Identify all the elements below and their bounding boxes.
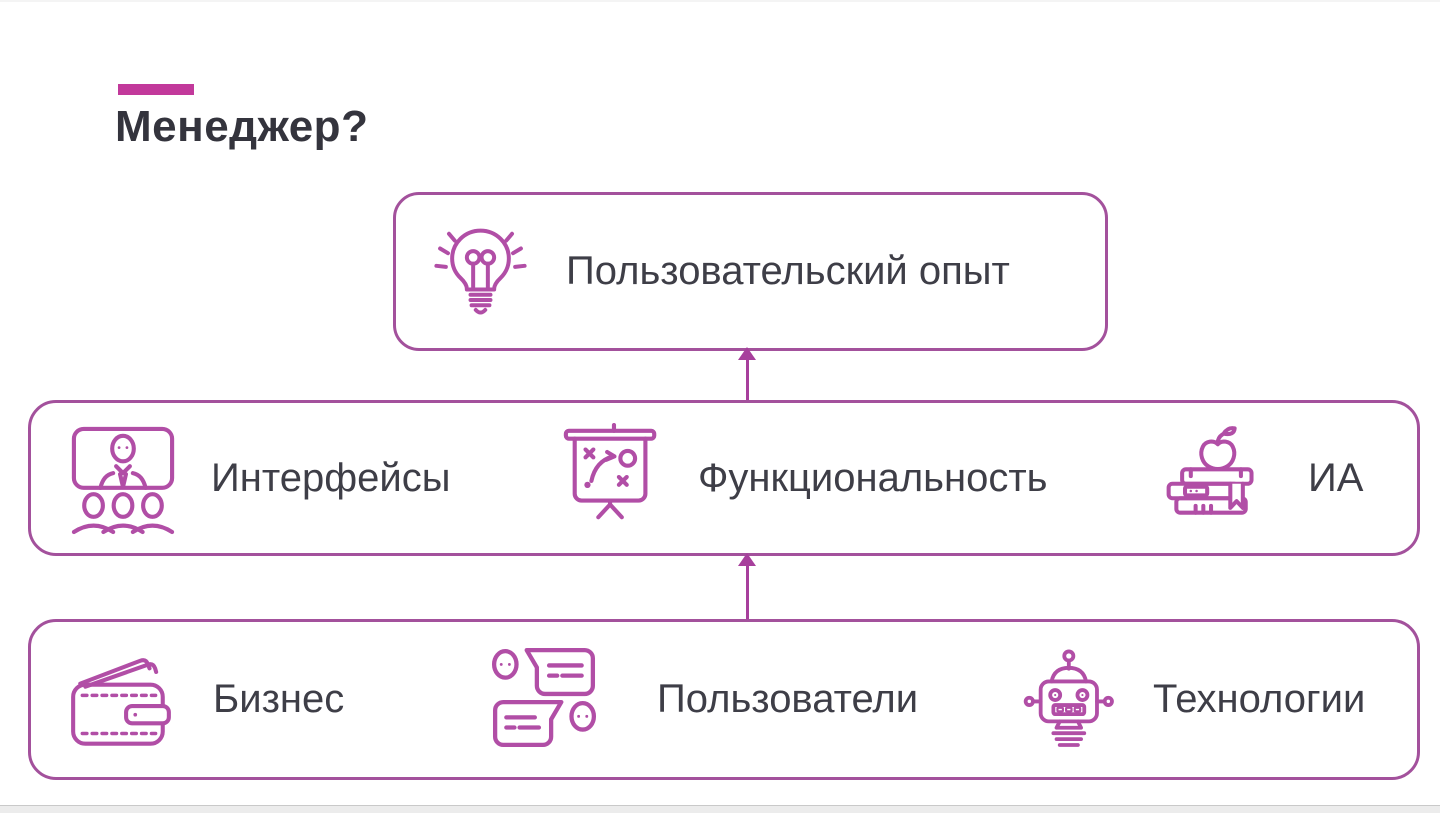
bottom-layer-box: Бизнес Пользователи	[28, 619, 1420, 780]
title-accent-bar	[118, 84, 194, 95]
robot-icon	[1017, 646, 1117, 755]
arrow-shaft	[745, 358, 749, 400]
arrow-shaft	[745, 564, 749, 619]
arrow-middle-to-top	[738, 347, 756, 400]
functionality-label: Функциональность	[698, 455, 1048, 500]
users-label: Пользователи	[657, 677, 919, 721]
chat-users-icon	[488, 644, 600, 751]
user-experience-box: Пользовательский опыт	[393, 192, 1108, 351]
books-apple-icon	[1159, 425, 1265, 531]
wallet-icon	[65, 648, 177, 760]
arrow-head-icon	[738, 347, 756, 360]
arrow-bottom-to-middle	[738, 553, 756, 619]
business-label: Бизнес	[213, 677, 345, 721]
page-title: Менеджер?	[115, 102, 369, 151]
interfaces-label: Интерфейсы	[211, 455, 451, 500]
arrow-head-icon	[738, 553, 756, 566]
middle-layer-box: Интерфейсы Функциональность	[28, 400, 1420, 556]
technologies-label: Технологии	[1153, 677, 1366, 721]
user-experience-label: Пользовательский опыт	[566, 249, 1010, 293]
ia-label: ИА	[1308, 455, 1364, 500]
presentation-audience-icon	[69, 423, 177, 536]
bottom-frame-strip	[0, 805, 1440, 813]
lightbulb-idea-icon	[428, 217, 533, 322]
strategy-board-icon	[559, 423, 667, 531]
